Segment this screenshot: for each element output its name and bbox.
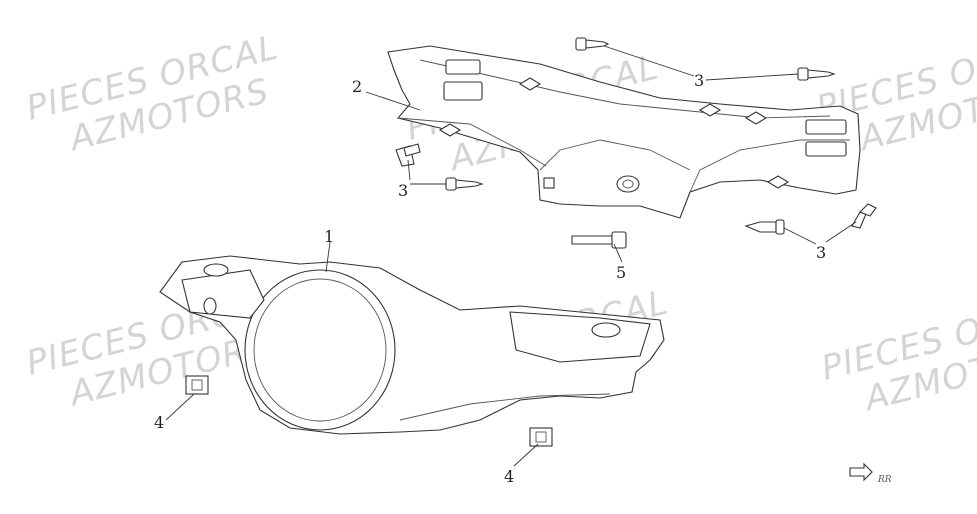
leader-lines — [165, 45, 857, 467]
screw-top-right — [797, 67, 836, 81]
screw-left-upper — [395, 143, 421, 167]
bolt — [571, 231, 627, 249]
clip-left — [185, 375, 209, 395]
callout-1: 1 — [324, 227, 334, 246]
callout-2: 2 — [352, 77, 362, 96]
callouts: 1 2 3 3 3 4 4 5 — [154, 71, 826, 486]
callout-3-top: 3 — [694, 71, 704, 90]
direction-mark: RR — [849, 462, 892, 485]
callout-4-left: 4 — [154, 413, 164, 432]
screw-right-lower — [744, 219, 785, 235]
screw-left-lower — [445, 177, 484, 191]
callout-4-bottom: 4 — [504, 467, 514, 486]
callout-3-left: 3 — [398, 181, 408, 200]
callout-3-right: 3 — [816, 243, 826, 262]
callout-5: 5 — [616, 263, 626, 282]
corner-mark: RR — [877, 475, 892, 485]
screw-top — [575, 37, 610, 51]
clip-bottom — [529, 427, 553, 447]
arrow-right-icon — [849, 462, 873, 482]
front-handlebar-cover — [159, 255, 665, 435]
screw-right-angled — [851, 203, 877, 229]
rear-handlebar-cover — [387, 45, 861, 219]
